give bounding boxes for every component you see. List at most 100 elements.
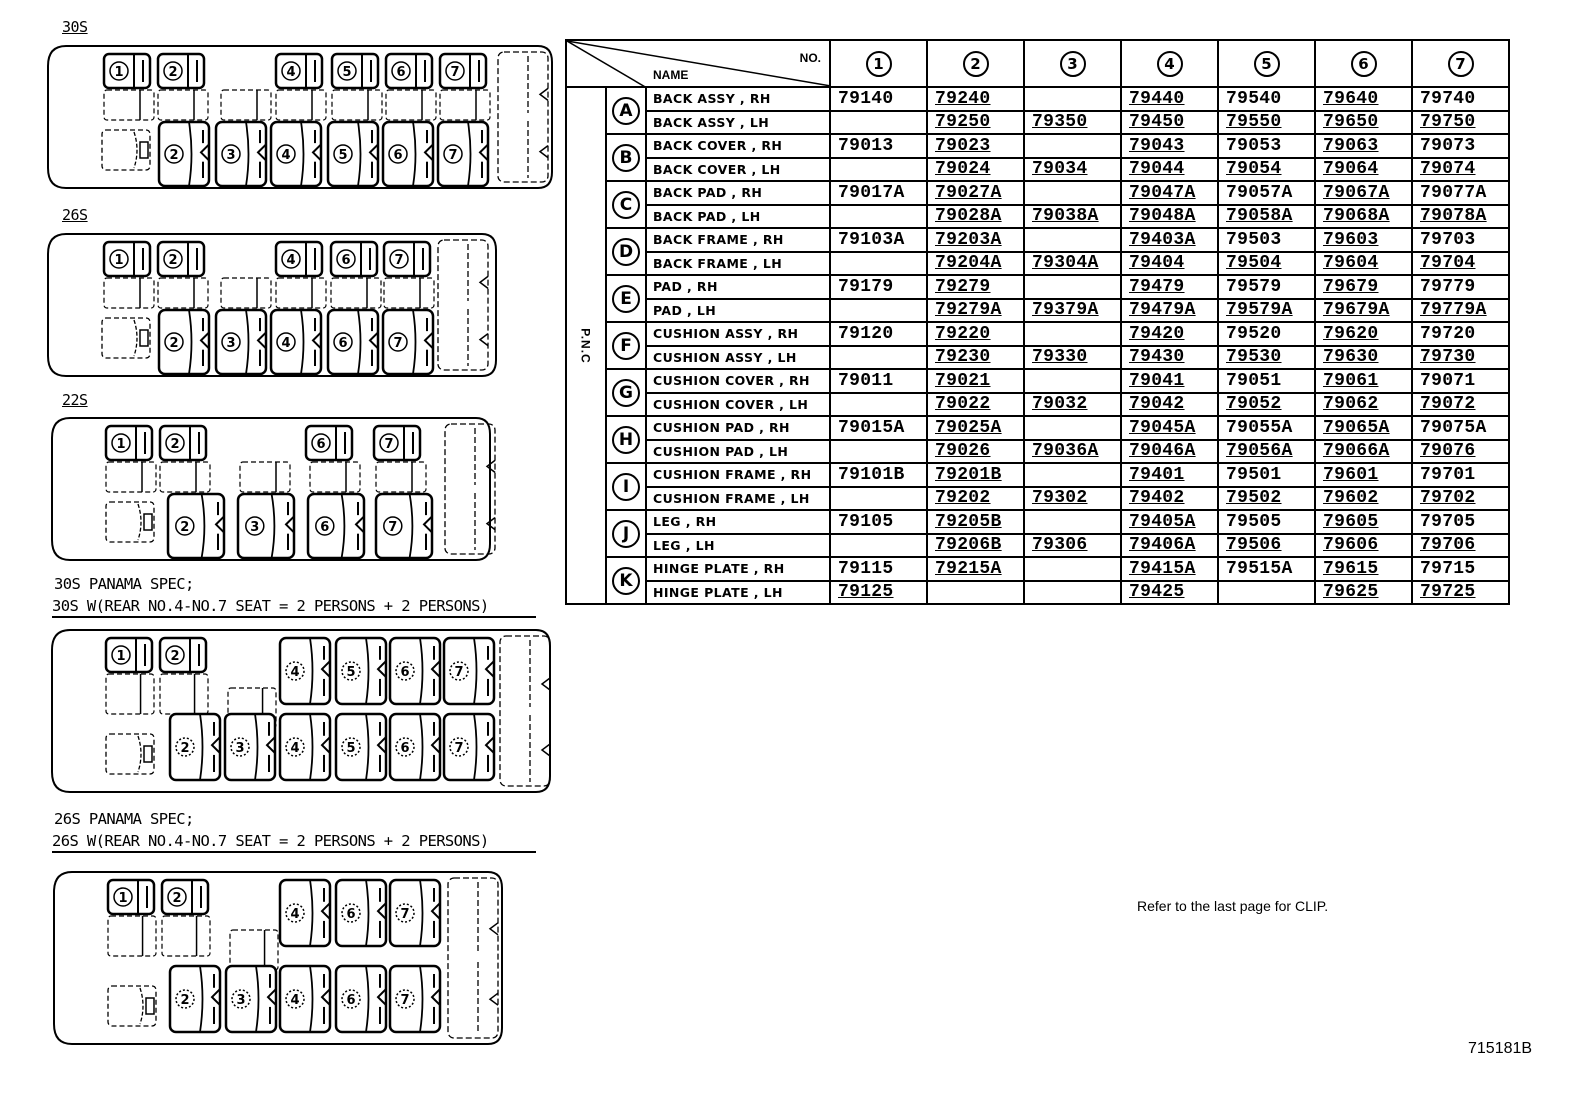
part-number-col-2: 79021 <box>926 368 1025 394</box>
part-number-col-1: 79015A <box>829 415 928 441</box>
group-letter-b: B <box>605 133 647 182</box>
group-letter-c: C <box>605 180 647 229</box>
part-number-col-7: 79740 <box>1411 86 1510 112</box>
seat-4: 4 <box>278 636 332 706</box>
part-name: BACK FRAME , RH <box>645 227 831 253</box>
part-number-col-3 <box>1023 274 1122 300</box>
svg-text:7: 7 <box>454 741 463 756</box>
part-name: CUSHION PAD , RH <box>645 415 831 441</box>
seat-1: 1 <box>104 424 154 462</box>
part-number-col-4: 79450 <box>1120 109 1219 135</box>
part-name: HINGE PLATE , RH <box>645 556 831 582</box>
column-header-4: 4 <box>1120 39 1219 88</box>
part-number-col-5: 79051 <box>1217 368 1316 394</box>
part-number-col-5: 79055A <box>1217 415 1316 441</box>
part-number-col-3: 79036A <box>1023 438 1122 464</box>
part-number-col-3 <box>1023 227 1122 253</box>
seat-5: 5 <box>326 120 380 188</box>
part-number-col-5: 79501 <box>1217 462 1316 488</box>
part-name: PAD , LH <box>645 297 831 323</box>
part-number-col-6: 79640 <box>1314 86 1413 112</box>
svg-text:6: 6 <box>316 437 325 452</box>
svg-text:6: 6 <box>346 907 355 922</box>
part-number-col-3 <box>1023 556 1122 582</box>
seat-7: 7 <box>388 878 442 948</box>
seat-2: 2 <box>157 308 211 376</box>
part-number-col-1: 79101B <box>829 462 928 488</box>
svg-text:6: 6 <box>400 741 409 756</box>
part-number-col-5: 79515A <box>1217 556 1316 582</box>
part-number-col-6: 79062 <box>1314 391 1413 417</box>
layout-label-22s: 22S <box>62 391 88 409</box>
part-number-col-4: 79479 <box>1120 274 1219 300</box>
seat-2: 2 <box>156 240 206 278</box>
svg-text:4: 4 <box>290 741 299 756</box>
seat-layout-26s: 1 2 4 6 7 <box>46 232 497 378</box>
seat-2: 2 <box>156 52 206 90</box>
part-number-col-3 <box>1023 86 1122 112</box>
seat-5: 5 <box>334 636 388 706</box>
part-number-col-5: 79550 <box>1217 109 1316 135</box>
part-number-col-7: 79078A <box>1411 203 1510 229</box>
seat-4: 4 <box>278 712 332 782</box>
seat-5: 5 <box>330 52 380 90</box>
layout-label-30s: 30S <box>62 18 88 36</box>
svg-text:2: 2 <box>168 253 177 268</box>
part-number-col-1 <box>829 156 928 182</box>
part-number-col-7: 79779 <box>1411 274 1510 300</box>
seat-6: 6 <box>334 878 388 948</box>
part-number-col-6: 79603 <box>1314 227 1413 253</box>
svg-text:2: 2 <box>169 148 178 163</box>
part-number-col-2: 79205B <box>926 509 1025 535</box>
svg-text:4: 4 <box>281 148 290 163</box>
part-number-col-7: 79725 <box>1411 579 1510 605</box>
seat-7: 7 <box>381 308 435 376</box>
part-number-col-1 <box>829 344 928 370</box>
part-number-col-3: 79306 <box>1023 532 1122 558</box>
part-number-col-7: 79715 <box>1411 556 1510 582</box>
seat-layout-30s-panama: 1 2 4 5 <box>50 628 551 794</box>
part-number-col-2: 79023 <box>926 133 1025 159</box>
seat-2: 2 <box>168 964 222 1034</box>
seat-3: 3 <box>224 964 278 1034</box>
seat-2: 2 <box>168 712 222 782</box>
group-letter-f: F <box>605 321 647 370</box>
part-number-col-2: 79027A <box>926 180 1025 206</box>
part-number-col-1: 79011 <box>829 368 928 394</box>
part-number-col-4: 79044 <box>1120 156 1219 182</box>
seat-6: 6 <box>304 424 354 462</box>
part-number-col-7: 79074 <box>1411 156 1510 182</box>
part-number-col-7: 79073 <box>1411 133 1510 159</box>
part-number-col-2: 79204A <box>926 250 1025 276</box>
svg-text:3: 3 <box>250 520 259 535</box>
part-number-col-6: 79630 <box>1314 344 1413 370</box>
part-number-col-1 <box>829 203 928 229</box>
part-number-col-2: 79220 <box>926 321 1025 347</box>
driver-seat <box>105 733 155 775</box>
rear-bench <box>499 635 551 787</box>
svg-text:1: 1 <box>114 65 123 80</box>
svg-text:5: 5 <box>346 665 355 680</box>
part-number-col-3 <box>1023 462 1122 488</box>
part-name: LEG , RH <box>645 509 831 535</box>
rear-bench <box>447 877 499 1039</box>
part-number-col-5: 79579A <box>1217 297 1316 323</box>
part-number-col-6: 79625 <box>1314 579 1413 605</box>
part-number-col-3: 79034 <box>1023 156 1122 182</box>
part-number-col-7: 79705 <box>1411 509 1510 535</box>
part-number-col-3: 79032 <box>1023 391 1122 417</box>
seat-5: 5 <box>334 712 388 782</box>
svg-text:7: 7 <box>448 148 457 163</box>
part-number-col-7: 79077A <box>1411 180 1510 206</box>
part-number-col-2: 79025A <box>926 415 1025 441</box>
part-number-col-5: 79058A <box>1217 203 1316 229</box>
seat-7: 7 <box>388 964 442 1034</box>
header-no-label: NO. <box>799 51 821 65</box>
svg-text:2: 2 <box>170 437 179 452</box>
rear-bench <box>437 239 489 371</box>
